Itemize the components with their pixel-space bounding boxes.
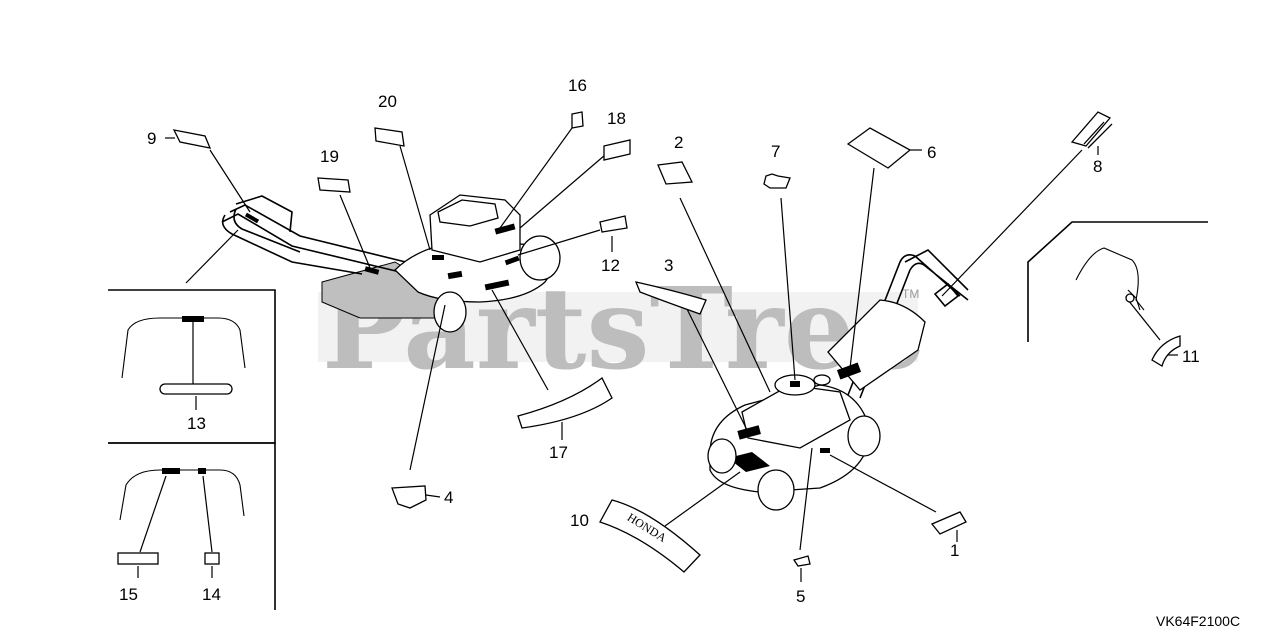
right-engine-cap-small xyxy=(813,374,831,386)
callout-7[interactable]: 7 xyxy=(771,142,780,161)
handle-knob xyxy=(1125,293,1135,303)
right-mower-illustration xyxy=(707,249,969,511)
callout-6[interactable]: 6 xyxy=(927,143,936,162)
deck-decal-mark xyxy=(737,425,761,440)
right-front-wheel-left xyxy=(707,438,737,474)
callout-4[interactable]: 4 xyxy=(444,488,453,507)
decal-3 xyxy=(634,281,707,315)
decal-12 xyxy=(599,215,628,233)
callout-15[interactable]: 15 xyxy=(119,585,138,604)
decal-10 xyxy=(599,499,701,573)
handle-grip xyxy=(235,195,293,233)
callout-2[interactable]: 2 xyxy=(674,133,683,152)
front-decal-mark xyxy=(728,452,770,472)
left-engine-top xyxy=(437,199,499,227)
callout-9[interactable]: 9 xyxy=(147,129,156,148)
engine-decal-mark xyxy=(790,381,800,387)
decal-8 xyxy=(1070,111,1113,149)
callout-8[interactable]: 8 xyxy=(1093,157,1102,176)
callout-13[interactable]: 13 xyxy=(187,414,206,433)
decal-1 xyxy=(930,511,967,535)
right-front-wheel xyxy=(757,469,795,511)
callout-5[interactable]: 5 xyxy=(796,587,805,606)
left-leader-lines xyxy=(165,127,613,498)
right-rear-wheel xyxy=(847,415,881,457)
left-decals xyxy=(172,111,631,509)
callout-20[interactable]: 20 xyxy=(378,92,397,111)
decal-9 xyxy=(172,129,212,149)
decal-14 xyxy=(204,552,220,565)
callout-3[interactable]: 3 xyxy=(664,256,673,275)
handle-mark xyxy=(364,266,380,275)
handle-lower xyxy=(221,208,363,275)
decal-2 xyxy=(657,161,694,185)
decal-15 xyxy=(117,552,159,565)
decal-7 xyxy=(763,173,791,189)
handle-bar xyxy=(221,204,431,279)
handle-mark xyxy=(244,212,260,224)
deck-mark xyxy=(432,255,444,260)
deck-mark xyxy=(504,255,520,266)
callout-14[interactable]: 14 xyxy=(202,585,221,604)
callout-16[interactable]: 16 xyxy=(568,76,587,95)
callout-17[interactable]: 17 xyxy=(549,443,568,462)
handle-decal-mark xyxy=(162,468,180,474)
handle-inset-right xyxy=(1027,221,1208,367)
handle-decal-mark xyxy=(198,468,206,474)
decal-16 xyxy=(571,111,584,129)
right-decals: HONDA xyxy=(599,111,1113,573)
callout-10[interactable]: 10 xyxy=(570,511,589,530)
callout-18[interactable]: 18 xyxy=(607,109,626,128)
handle-inset-lower xyxy=(108,442,276,610)
decal-5 xyxy=(792,555,811,567)
decal-4 xyxy=(391,485,427,509)
left-rear-wheel xyxy=(519,235,561,281)
left-mower-illustration xyxy=(221,194,561,333)
diagram-code: VK64F2100C xyxy=(1156,613,1240,629)
callout-19[interactable]: 19 xyxy=(320,147,339,166)
callout-12[interactable]: 12 xyxy=(601,256,620,275)
deck-mark xyxy=(484,279,510,291)
left-engine-decal xyxy=(494,223,516,235)
callout-numbers: 1 2 3 4 5 6 7 8 9 10 11 12 13 14 15 16 1… xyxy=(119,76,1200,606)
deck-decal-mark xyxy=(820,448,830,453)
decal-13 xyxy=(159,383,233,395)
callout-11[interactable]: 11 xyxy=(1182,347,1200,366)
decal-17 xyxy=(517,377,613,429)
callout-1[interactable]: 1 xyxy=(950,541,959,560)
decal-6 xyxy=(846,127,912,169)
decal-18 xyxy=(603,139,631,161)
right-handle-grip xyxy=(933,282,960,308)
decal-19 xyxy=(317,177,351,193)
right-handle-top xyxy=(904,249,969,291)
deck-mark xyxy=(447,270,463,280)
bag-decal-mark xyxy=(836,362,862,380)
watermark-tm: TM xyxy=(902,287,919,301)
handle-decal-mark xyxy=(182,316,204,322)
decal-11 xyxy=(1151,335,1181,367)
decal-20 xyxy=(374,127,405,147)
left-front-wheel xyxy=(433,291,467,333)
